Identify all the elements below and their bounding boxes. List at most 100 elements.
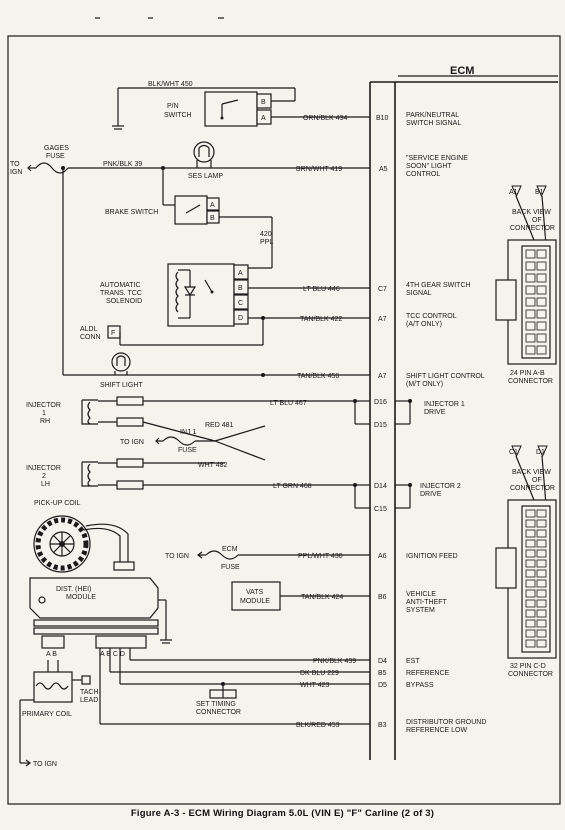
pin-d4: D4	[378, 658, 387, 665]
brake-switch-label: BRAKE SWITCH	[105, 209, 158, 216]
pin-d5: D5	[378, 682, 387, 689]
dist-module-label-2: MODULE	[66, 594, 96, 601]
tcc-pin-a: A	[238, 270, 243, 277]
wire-blk-red-453: BLK/RED 453	[296, 722, 340, 729]
shift-light-label: SHIFT LIGHT	[100, 382, 143, 389]
aldl-label-1: ALDL	[80, 326, 98, 333]
pin-d14: D14	[374, 483, 387, 490]
to-ign-label-2: IGN	[10, 169, 22, 176]
wire-dk-blu-229: TAN/BLK 424	[301, 594, 343, 601]
inj-to-ign-label: TO IGN	[120, 439, 144, 446]
injector2-label-1: INJECTOR	[26, 465, 61, 472]
pin-a7-shift: A7	[378, 373, 387, 380]
pin-a6: A6	[378, 553, 387, 560]
tcc-pin-d: D	[238, 315, 243, 322]
back-view-bottom-2: OF	[532, 477, 542, 484]
distributor-circuit: PICK-UP COIL DIST. (HEI) MODULE A B A B …	[19, 500, 486, 768]
pn-pin-b: B	[261, 99, 266, 106]
wire-lt-blu-467: LT BLU 467	[270, 400, 307, 407]
injector-2-circuit: INJECTOR 2 LH LT GRN 468 D14 C15 INJECTO…	[26, 458, 461, 513]
wire-orn-blk-434: ORN/BLK 434	[303, 115, 347, 122]
injector-fuse: TO IGN INJ 1 FUSE RED 481 WHT 482	[120, 422, 266, 469]
ecm-fuse-label-2: FUSE	[221, 564, 240, 571]
primary-coil	[33, 671, 73, 703]
distributor-cap	[33, 515, 91, 573]
aldl-label-2: CONN	[80, 334, 101, 341]
back-view-top-3: CONNECTOR	[510, 225, 555, 232]
back-view-bottom-3: CONNECTOR	[510, 485, 555, 492]
pin-d15: D15	[374, 422, 387, 429]
wire-red-481: RED 481	[205, 422, 234, 429]
func-4th-gear-1: 4TH GEAR SWITCH	[406, 282, 471, 289]
back-view-top-2: OF	[532, 217, 542, 224]
pin-d16: D16	[374, 399, 387, 406]
marker-d1: D1	[536, 449, 545, 456]
injector-1-circuit: INJECTOR 1 RH LT BLU 467 D16 D15 INJECTO…	[26, 396, 465, 442]
brake-pin-b: B	[210, 215, 215, 222]
pin-a5: A5	[379, 166, 388, 173]
marker-b1: B1	[535, 189, 544, 196]
gages-fuse-label-2: FUSE	[46, 153, 65, 160]
wire-tan-blk-422: TAN/BLK 422	[300, 316, 342, 323]
func-vats-3: SYSTEM	[406, 607, 435, 614]
pin-a7-tcc: A7	[378, 316, 387, 323]
func-dist-ground-2: REFERENCE LOW	[406, 727, 467, 734]
ignition-feed-circuit: TO IGN ECM FUSE PPL/WHT 430 A6 IGNITION …	[165, 546, 458, 571]
wire-wht-482: WHT 482	[198, 462, 228, 469]
wire-420: 420	[260, 231, 272, 238]
pn-switch	[204, 91, 258, 127]
ecm-to-ign-label: TO IGN	[165, 553, 189, 560]
pn-switch-circuit: BLK/WHT 450 B A P/N SWITCH ORN/BLK 434 B…	[112, 81, 461, 130]
func-ses-1: "SERVICE ENGINE	[406, 155, 468, 162]
dist-hei-module	[29, 577, 159, 619]
connector-24-label-2: CONNECTOR	[508, 378, 553, 385]
injector1-label-1: INJECTOR	[26, 402, 61, 409]
brake-pin-a: A	[210, 202, 215, 209]
ses-lamp-label: SES LAMP	[188, 173, 223, 180]
vats-label-2: MODULE	[240, 598, 270, 605]
dist-module-label-1: DIST. (HEI)	[56, 586, 91, 593]
pin-b10: B10	[376, 115, 389, 122]
pn-switch-label-2: SWITCH	[164, 112, 192, 119]
tcc-label-2: TRANS. TCC	[100, 290, 142, 297]
tcc-label-1: AUTOMATIC	[100, 282, 141, 289]
marker-c1: C1	[509, 449, 518, 456]
injector2-coil	[87, 463, 91, 487]
func-reference: REFERENCE	[406, 670, 450, 677]
tcc-pin-b: B	[238, 285, 243, 292]
connector-24-pin: A1 B1 BACK VIEW OF CONNECTOR 24 PIN A-B …	[495, 185, 557, 385]
connector-32-label-2: CONNECTOR	[508, 671, 553, 678]
back-view-top-1: BACK VIEW	[512, 209, 551, 216]
tcc-solenoid	[167, 263, 235, 327]
vats-circuit: VATS MODULE TAN/BLK 424 B6 VEHICLE ANTI-…	[231, 581, 448, 614]
shift-light	[111, 352, 131, 372]
func-est: EST	[406, 658, 420, 665]
injector2-label-3: LH	[41, 481, 50, 488]
injector1-label-2: 1	[42, 410, 46, 417]
tcc-label-3: SOLENOID	[106, 298, 142, 305]
injector2-label-2: 2	[42, 473, 46, 480]
injector1-coil	[87, 401, 91, 425]
pin-c7: C7	[378, 286, 387, 293]
inj-fuse-label-2: FUSE	[178, 447, 197, 454]
func-park-neutral-2: SWITCH SIGNAL	[406, 120, 461, 127]
connector-24-label-1: 24 PIN A-B	[510, 370, 545, 377]
to-ign-label-1: TO	[10, 161, 20, 168]
back-view-bottom-1: BACK VIEW	[512, 469, 551, 476]
module-pins-ab: A B	[46, 651, 57, 658]
wire-lt-blu-446: LT BLU 446	[303, 286, 340, 293]
func-park-neutral-1: PARK/NEUTRAL	[406, 112, 459, 119]
connector-32-label-1: 32 PIN C-D	[510, 663, 546, 670]
aldl-circuit: F ALDL CONN	[80, 325, 121, 345]
func-vats-1: VEHICLE	[406, 591, 436, 598]
ecm-title: ECM	[450, 65, 474, 77]
bottom-to-ign-label: TO IGN	[33, 761, 57, 768]
wire-ppl-wht-430: DK BLU 229	[300, 670, 339, 677]
wire-brn-wht-419: BRN/WHT 419	[296, 166, 342, 173]
func-injector2-1: INJECTOR 2	[420, 483, 461, 490]
func-vats-2: ANTI-THEFT	[406, 599, 448, 606]
func-tcc-2: (A/T ONLY)	[406, 321, 442, 328]
pn-switch-label-1: P/N	[167, 103, 179, 110]
marker-a1: A1	[509, 189, 518, 196]
